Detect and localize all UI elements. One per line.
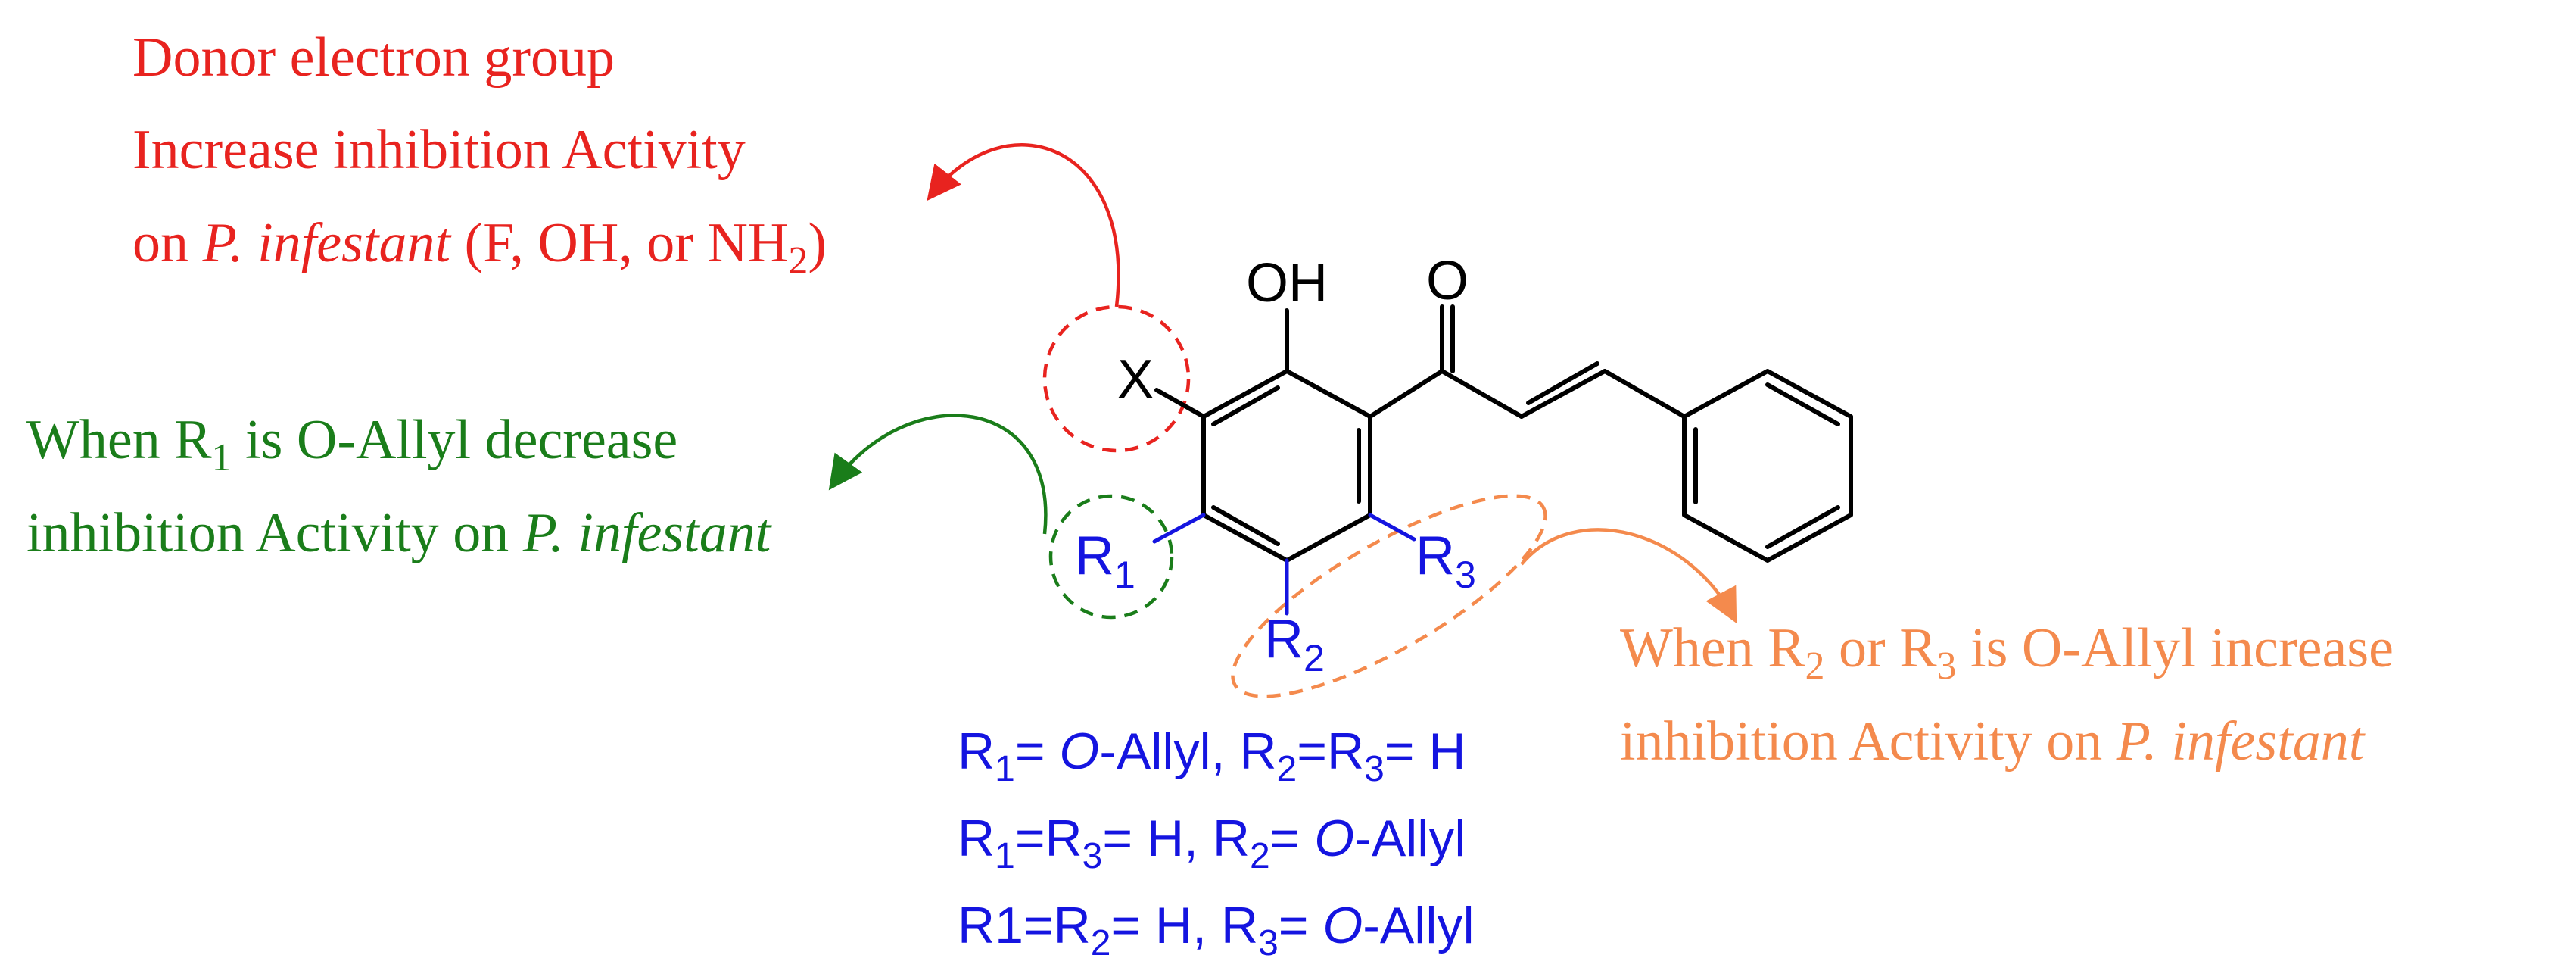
- x-bond: [1154, 388, 1206, 419]
- orange-note-line1: When R2 or R3 is O-Allyl increase: [1620, 617, 2394, 688]
- r1-position-highlight: [1048, 494, 1174, 620]
- r1-bond: [1152, 513, 1206, 544]
- central-phenol-ring: [1201, 369, 1372, 563]
- red-curved-arrow: [927, 143, 1120, 307]
- red-note-line3: on P. infestant (F, OH, or NH2): [132, 212, 827, 282]
- x-position-highlight: [1042, 304, 1191, 453]
- red-annotation: Donor electron group Increase inhibition…: [132, 27, 827, 282]
- substituent-line-3: R1=R2= H, R3= O-Allyl: [958, 897, 1475, 963]
- substituent-line-2: R1=R3= H, R2= O-Allyl: [958, 810, 1466, 876]
- substituent-list: R1= O-Allyl, R2=R3= H R1=R3= H, R2= O-Al…: [958, 723, 1475, 963]
- r3-bond: [1368, 513, 1416, 542]
- green-note-line2: inhibition Activity on P. infestant: [26, 502, 773, 564]
- phenyl-ring: [1682, 369, 1853, 563]
- green-note-line1: When R1 is O-Allyl decrease: [26, 409, 677, 479]
- carbonyl-o-label: O: [1426, 251, 1469, 311]
- orange-annotation: When R2 or R3 is O-Allyl increase inhibi…: [1620, 617, 2394, 773]
- r1-label: R1: [1075, 526, 1135, 596]
- red-note-line2: Increase inhibition Activity: [132, 119, 746, 181]
- orange-note-line2: inhibition Activity on P. infestant: [1620, 710, 2366, 773]
- green-annotation: When R1 is O-Allyl decrease inhibition A…: [26, 409, 773, 564]
- red-note-line1: Donor electron group: [132, 27, 615, 89]
- substituent-line-1: R1= O-Allyl, R2=R3= H: [958, 723, 1466, 789]
- r3-label: R3: [1416, 526, 1476, 596]
- r2-label: R2: [1264, 609, 1325, 679]
- oh-label: OH: [1246, 253, 1328, 314]
- enone-linker: [1368, 304, 1687, 419]
- r2-r3-position-highlight: [1231, 494, 1547, 698]
- green-curved-arrow: [828, 414, 1048, 535]
- x-label: X: [1117, 349, 1154, 410]
- orange-curved-arrow: [1520, 528, 1737, 623]
